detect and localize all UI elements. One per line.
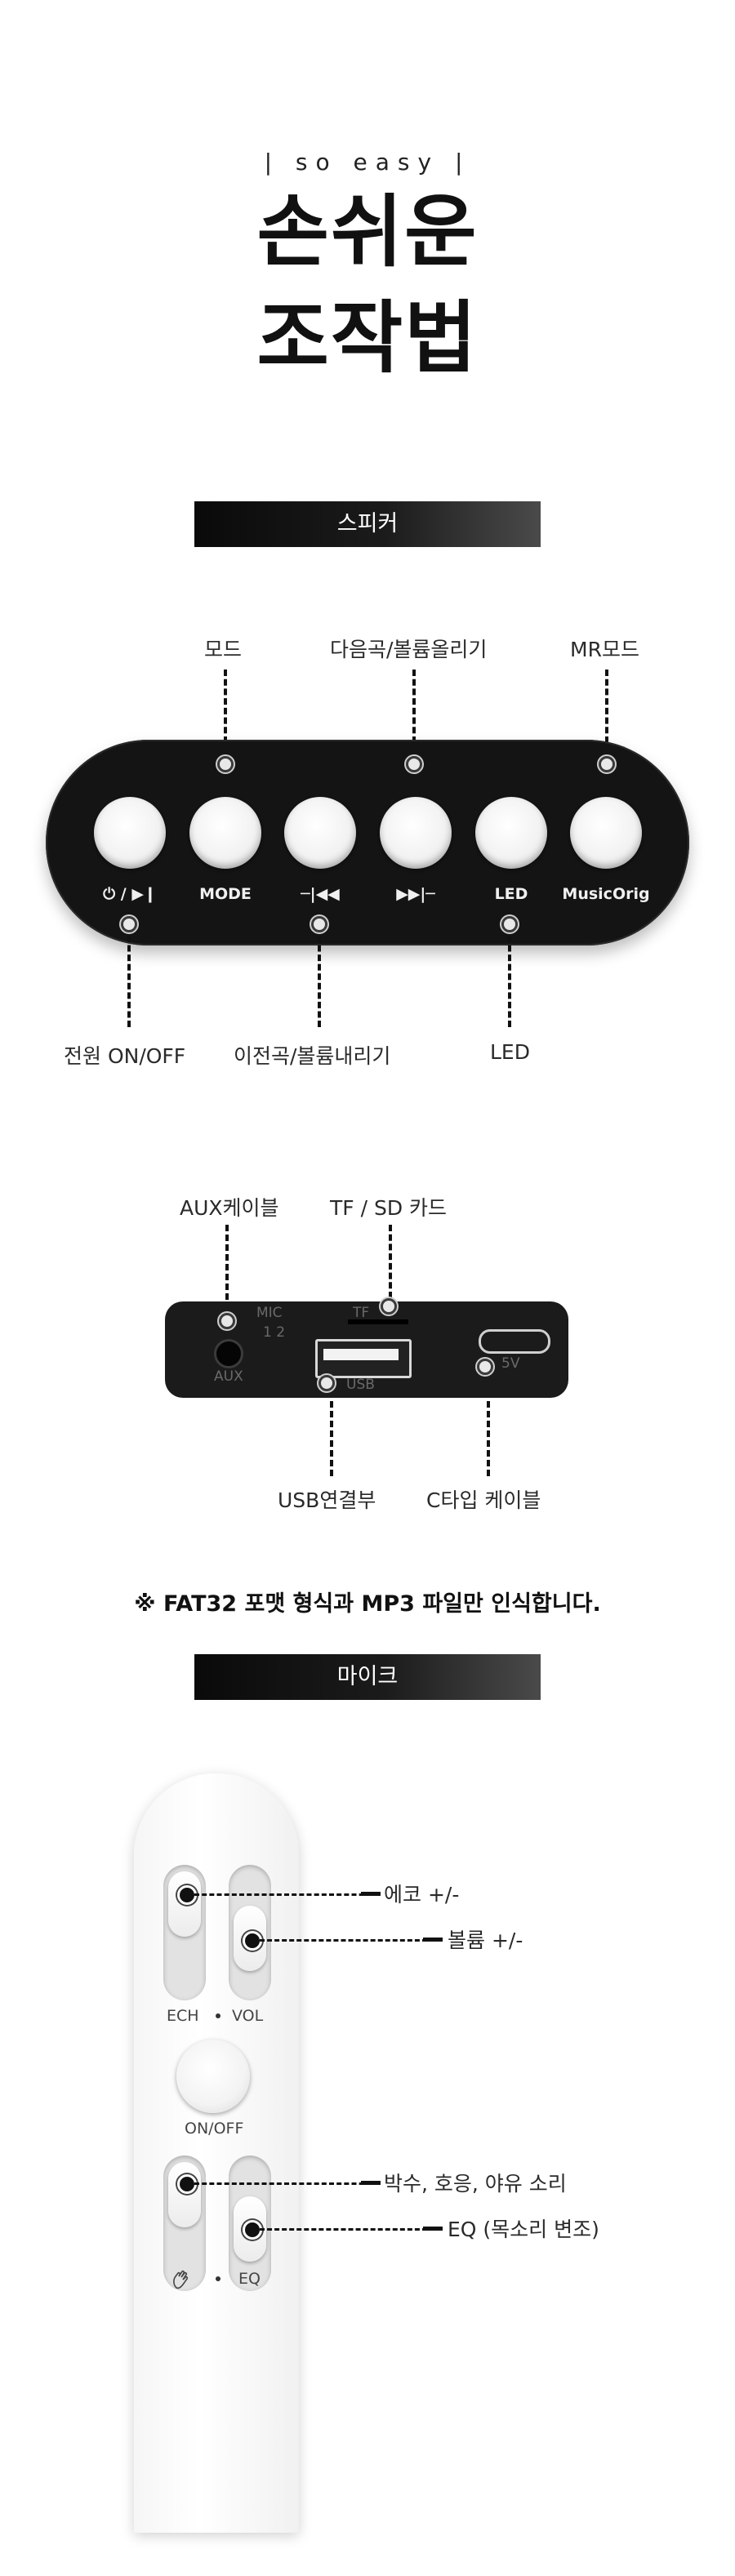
leader-line-volume — [260, 1939, 434, 1942]
typec-port[interactable] — [479, 1329, 550, 1354]
clap-hand-icon — [170, 2268, 193, 2291]
label-volume: 볼륨 +/- — [448, 1929, 523, 1952]
button-label-led: LED — [494, 885, 528, 903]
label-next-vol-up: 다음곡/볼륨올리기 — [330, 638, 488, 661]
indicator-dot-prev — [311, 916, 327, 932]
indicator-dot-mr — [599, 756, 615, 772]
label-effects: 박수, 호응, 야유 소리 — [384, 2172, 567, 2196]
mic-text-vol: VOL — [232, 2007, 264, 2025]
indicator-dot-typec — [477, 1359, 493, 1375]
label-prev-vol-down: 이전곡/볼륨내리기 — [234, 1044, 391, 1068]
label-power: 전원 ON/OFF — [64, 1044, 186, 1068]
tf-card-slot[interactable] — [348, 1319, 408, 1324]
indicator-dot-led — [501, 916, 518, 932]
leader-line-mode — [224, 670, 227, 743]
next-track-button[interactable] — [380, 797, 452, 869]
usb-port-tongue — [323, 1349, 399, 1360]
leader-line-effects — [194, 2182, 379, 2185]
button-label-next: ▶▶|─ — [396, 885, 435, 903]
label-aux-cable: AUX케이블 — [180, 1196, 279, 1220]
label-mode: 모드 — [204, 638, 243, 661]
leader-line-led — [508, 936, 511, 1027]
power-play-button[interactable] — [94, 797, 166, 869]
board-text-aux: AUX — [214, 1368, 243, 1385]
board-text-5v: 5V — [501, 1355, 520, 1372]
leader-line-tf — [389, 1225, 392, 1298]
label-eq: EQ (목소리 변조) — [448, 2218, 599, 2241]
mic-text-eq: EQ — [238, 2270, 261, 2288]
button-label-mode: MODE — [199, 885, 252, 903]
format-note: ※ FAT32 포맷 형식과 MP3 파일만 인식합니다. — [134, 1591, 601, 1617]
indicator-dot-next — [406, 756, 422, 772]
indicator-dot-usb — [318, 1375, 335, 1391]
effects-slider-knob[interactable] — [168, 2162, 201, 2227]
mode-button[interactable] — [189, 797, 261, 869]
label-echo: 에코 +/- — [384, 1883, 460, 1906]
echo-marker-dot — [177, 1885, 197, 1905]
aux-jack[interactable] — [214, 1339, 243, 1368]
page-title-line1: 손쉬운 — [256, 186, 479, 278]
indicator-dot-tf — [381, 1298, 397, 1315]
leader-line-aux — [225, 1225, 229, 1310]
separator-dot-bottom — [216, 2276, 220, 2281]
label-usb: USB연결부 — [278, 1488, 376, 1512]
leader-line-eq — [260, 2228, 434, 2231]
led-button[interactable] — [475, 797, 547, 869]
leader-line-usb — [330, 1401, 333, 1476]
leader-end-effects — [361, 2181, 381, 2185]
indicator-dot-mode — [217, 756, 234, 772]
board-text-mic: MIC — [256, 1305, 283, 1321]
mic-text-ech: ECH — [167, 2007, 199, 2025]
leader-end-eq — [423, 2227, 443, 2231]
indicator-dot-aux — [219, 1313, 235, 1329]
button-label-prev: ─|◀◀ — [301, 885, 340, 903]
label-led: LED — [490, 1040, 530, 1064]
mic-banner: 마이크 — [194, 1654, 541, 1700]
board-text-mic-nums: 1 2 — [263, 1324, 286, 1341]
page-title-line2: 조작법 — [256, 292, 479, 384]
button-label-music-orig: MusicOrig — [562, 885, 650, 903]
leader-line-prev — [318, 936, 321, 1027]
board-text-usb: USB — [346, 1377, 375, 1393]
music-orig-button[interactable] — [570, 797, 642, 869]
leader-line-echo — [194, 1893, 379, 1896]
separator-dot — [216, 2013, 220, 2018]
label-typec: C타입 케이블 — [426, 1488, 541, 1512]
speaker-banner: 스피커 — [194, 501, 541, 547]
label-tf-card: TF / SD 카드 — [330, 1196, 448, 1220]
mic-body — [134, 1773, 299, 2533]
mic-power-button[interactable] — [176, 2040, 250, 2113]
indicator-dot-power — [121, 916, 137, 932]
button-label-power: ⏻ / ▶❙ — [103, 885, 157, 903]
leader-line-typec — [487, 1401, 490, 1476]
leader-line-power — [127, 936, 131, 1027]
leader-end-volume — [423, 1938, 443, 1942]
mic-text-onoff: ON/OFF — [185, 2120, 244, 2138]
label-mr-mode: MR모드 — [570, 638, 639, 661]
leader-line-next — [412, 670, 416, 743]
prev-track-button[interactable] — [284, 797, 356, 869]
eyebrow-text: | so easy | — [264, 149, 471, 176]
board-text-tf: TF — [353, 1305, 370, 1321]
leader-end-echo — [361, 1892, 381, 1896]
leader-line-mr — [605, 670, 608, 743]
